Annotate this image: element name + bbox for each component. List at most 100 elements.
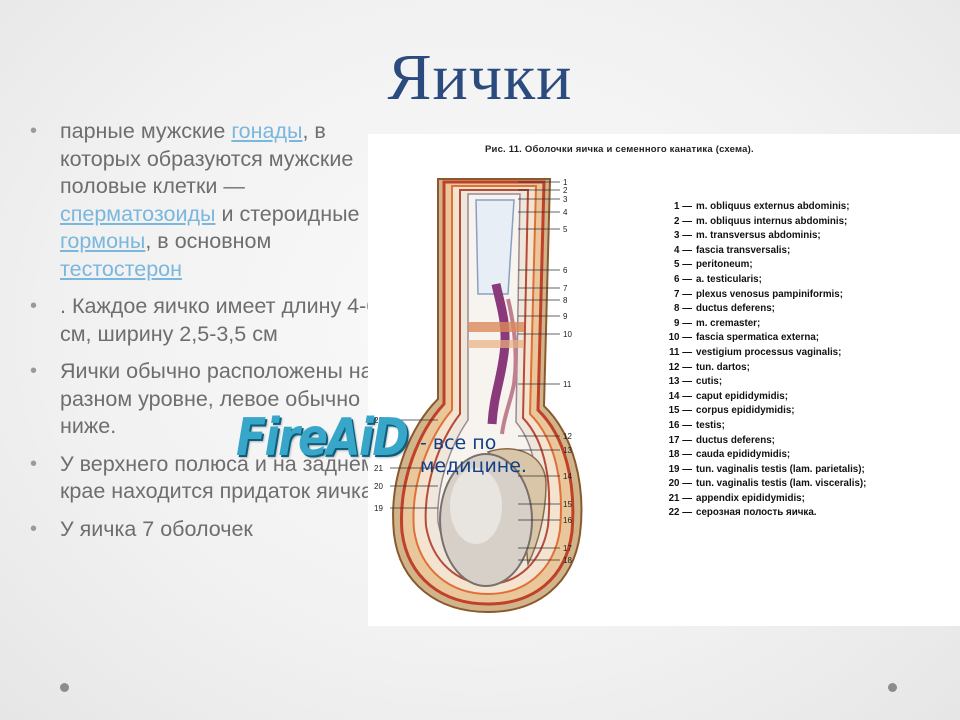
legend-number: 1 — <box>674 201 692 212</box>
legend-number: 6 — <box>674 273 692 285</box>
callout-number: 4 <box>563 208 568 217</box>
callout-number: 16 <box>563 516 572 525</box>
legend-label: m. obliquus internus abdominis; <box>696 215 848 227</box>
callout-number: 7 <box>563 284 568 293</box>
callout-number: 10 <box>563 330 572 339</box>
bullet-text: , в которых образуются мужские половые к… <box>60 119 354 198</box>
figure-caption: Рис. 11. Оболочки яичка и семенного кана… <box>485 144 754 155</box>
callout-number: 19 <box>374 504 383 513</box>
brand-tagline: - все по медицине. <box>420 432 527 477</box>
legend-label: plexus venosus pampiniformis; <box>696 288 843 300</box>
legend-label: cauda epididymidis; <box>696 449 791 461</box>
callout-number: 5 <box>563 225 568 234</box>
callout-number: 9 <box>563 312 568 321</box>
term-link[interactable]: тестостерон <box>60 256 182 281</box>
legend-number: 14 — <box>668 390 692 402</box>
legend-number: 19 — <box>668 463 692 475</box>
anatomy-figure: Рис. 11. Оболочки яичка и семенного кана… <box>368 134 960 626</box>
cord-band-1 <box>468 322 524 332</box>
legend-number: 11 — <box>669 346 692 358</box>
legend-label: m. cremaster; <box>696 317 761 329</box>
legend-item: 19 — tun. vaginalis testis (lam. parietal… <box>658 463 866 478</box>
legend-label: tun. vaginalis testis (lam. parietalis); <box>696 463 865 475</box>
legend-number: 4 — <box>674 244 692 256</box>
callout-number: 13 <box>563 446 572 455</box>
callout-number: 12 <box>563 432 572 441</box>
legend-label: m. transversus abdominis; <box>696 230 821 242</box>
legend-item: 2 — m. obliquus internus abdominis; <box>658 215 866 230</box>
bullet-text: парные мужские <box>60 119 232 143</box>
legend-label: caput epididymidis; <box>696 390 788 402</box>
legend-number: 21 — <box>668 492 692 504</box>
legend-number: 15 — <box>668 405 692 417</box>
bullet-text: и стероидные <box>215 201 360 226</box>
slide-title: Яички <box>387 41 573 114</box>
legend-item: 17 — ductus deferens; <box>658 434 866 449</box>
legend-item: 8 — ductus deferens; <box>658 302 866 317</box>
legend-label: tun. dartos; <box>696 361 750 373</box>
callout-number: 17 <box>563 544 572 553</box>
bullet-item: У верхнего полюса и на заднем крае наход… <box>30 451 380 506</box>
legend-item: 7 — plexus venosus pampiniformis; <box>658 288 866 303</box>
term-link[interactable]: сперматозоиды <box>60 201 216 226</box>
legend-item: 18 — cauda epididymidis; <box>658 448 866 463</box>
callout-number: 8 <box>563 296 568 305</box>
legend-label: a. testicularis; <box>696 273 762 285</box>
callout-number: 15 <box>563 500 572 509</box>
callout-number: 3 <box>563 195 568 204</box>
legend-number: 20 — <box>668 478 692 490</box>
spermatic-cord-vessels <box>487 283 510 425</box>
legend-number: 22 — <box>668 507 692 519</box>
bullet-text: У яичка 7 оболочек <box>60 516 253 541</box>
bullet-item: У яичка 7 оболочек <box>30 516 380 544</box>
legend-number: 16 — <box>668 419 692 431</box>
legend-item: 5 —peritoneum; <box>658 258 866 273</box>
legend-item: 22 — серозная полость яичка. <box>658 506 866 521</box>
bullet-list: парные мужские гонады, в которых образую… <box>30 118 380 553</box>
legend-number: 2 — <box>674 215 692 227</box>
callout-number: 14 <box>563 472 572 481</box>
brand-watermark: FireAiD <box>236 408 409 468</box>
legend-label: testis; <box>696 419 725 431</box>
legend-item: 14 — caput epididymidis; <box>658 390 866 405</box>
bullet-item: парные мужские гонады, в которых образую… <box>30 118 380 283</box>
term-link[interactable]: гонады <box>231 119 303 143</box>
bullet-text: Яички обычно расположены на разном уровн… <box>60 359 373 438</box>
legend-item: 1 — m. obliquus externus abdominis; <box>658 200 866 215</box>
legend-item: 16 — testis; <box>658 419 866 434</box>
legend-number: 18 — <box>668 449 692 461</box>
legend-item: 4 — fascia transversalis; <box>658 244 866 259</box>
legend-number: 10 — <box>668 332 692 344</box>
legend-number: 13 — <box>668 376 692 388</box>
term-link[interactable]: гормоны <box>60 229 146 253</box>
legend-label: m. obliquus externus abdominis; <box>696 201 850 212</box>
legend-item: 3 —m. transversus abdominis; <box>658 229 866 244</box>
legend-label: fascia transversalis; <box>696 244 791 256</box>
legend-number: 17 — <box>668 434 692 446</box>
nav-dot-icon[interactable] <box>60 683 69 692</box>
bullet-text: . Каждое яичко имеет длину 4-6 см, ширин… <box>60 294 379 346</box>
legend-label: серозная полость яичка. <box>696 507 817 519</box>
nav-dot-icon[interactable] <box>888 683 897 692</box>
legend-number: 8 — <box>674 303 692 315</box>
legend-label: tun. vaginalis testis (lam. visceralis); <box>696 478 867 490</box>
legend-item: 20 — tun. vaginalis testis (lam. visceral… <box>658 477 867 492</box>
legend-item: 11 — vestigium processus vaginalis; <box>658 346 866 361</box>
legend-number: 7 — <box>674 288 692 300</box>
bullet-text: , в основном <box>145 229 272 253</box>
legend-item: 13 — cutis; <box>658 375 866 390</box>
legend-item: 6 — a. testicularis; <box>658 273 866 288</box>
legend-label: ductus deferens; <box>696 303 775 315</box>
callout-number: 11 <box>563 380 572 389</box>
callout-number: 18 <box>563 556 572 565</box>
bullet-item: Яички обычно расположены на разном уровн… <box>30 358 380 441</box>
legend-label: vestigium processus vaginalis; <box>696 346 842 358</box>
legend-label: fascia spermatica externa; <box>696 332 820 344</box>
legend-label: cutis; <box>696 376 723 388</box>
callout-number: 2 <box>563 186 568 195</box>
bullet-item: . Каждое яичко имеет длину 4-6 см, ширин… <box>30 293 380 348</box>
callout-number: 6 <box>563 266 568 275</box>
legend-label: ductus deferens; <box>696 434 775 446</box>
